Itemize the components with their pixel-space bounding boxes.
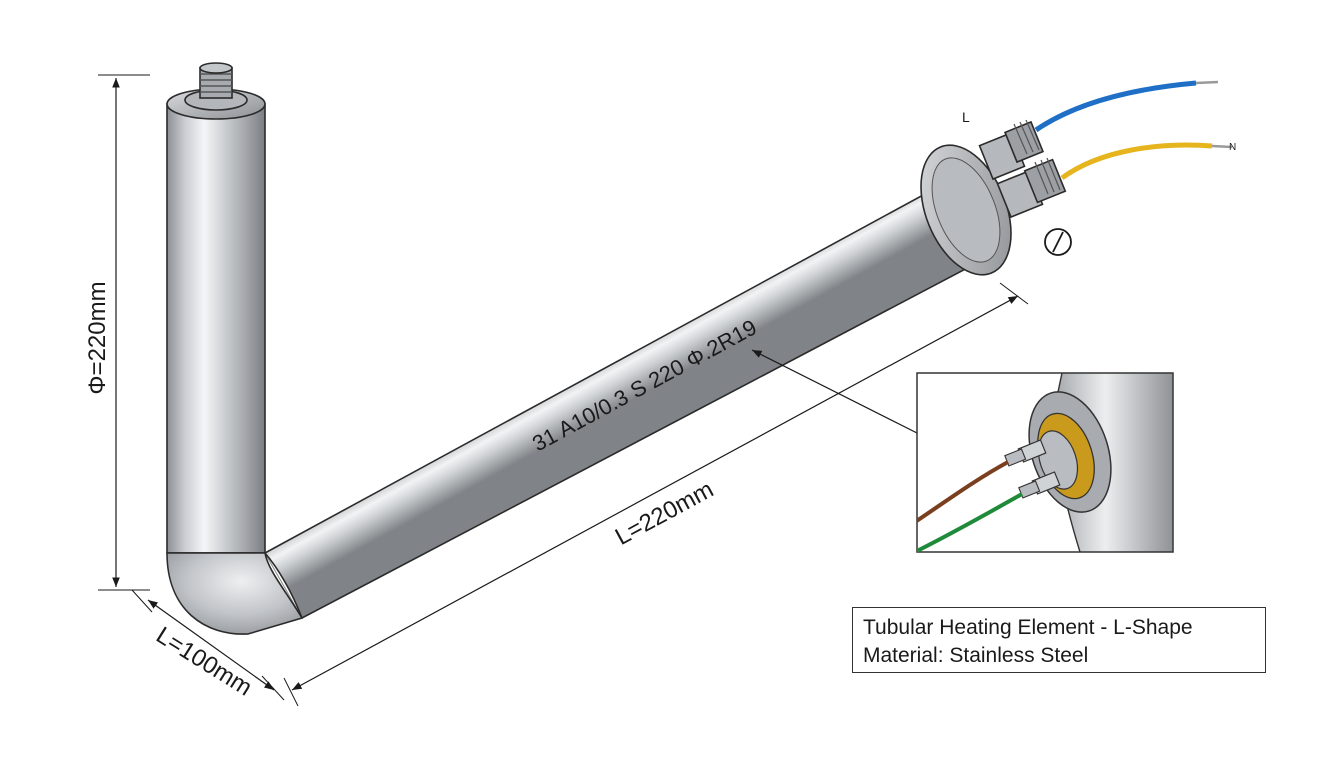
vertical-dimension-label: Φ=220mm — [84, 281, 111, 394]
terminal-l-label: L — [962, 109, 970, 125]
terminal-n-label: N — [1229, 142, 1236, 153]
terminal-n — [996, 157, 1067, 219]
vertical-dimension: Φ=220mm — [84, 74, 150, 591]
info-box: Tubular Heating Element - L-Shape Materi… — [852, 607, 1266, 673]
info-material: Material: Stainless Steel — [863, 644, 1089, 667]
threaded-stud — [199, 62, 233, 99]
info-title: Tubular Heating Element - L-Shape — [863, 616, 1193, 639]
detail-inset — [916, 372, 1174, 553]
detail-leader — [751, 349, 918, 434]
terminal-l — [978, 119, 1045, 181]
wire-brown — [917, 460, 1009, 524]
diagonal-dimension-label: L=220mm — [611, 476, 718, 551]
lead-wires — [1034, 80, 1233, 181]
flange-assembly — [920, 119, 1067, 276]
ground-symbol — [1044, 228, 1072, 256]
wire-green — [917, 492, 1023, 552]
vertical-tube — [166, 62, 266, 554]
wire-l — [1034, 80, 1197, 133]
wire-n — [1060, 142, 1213, 181]
